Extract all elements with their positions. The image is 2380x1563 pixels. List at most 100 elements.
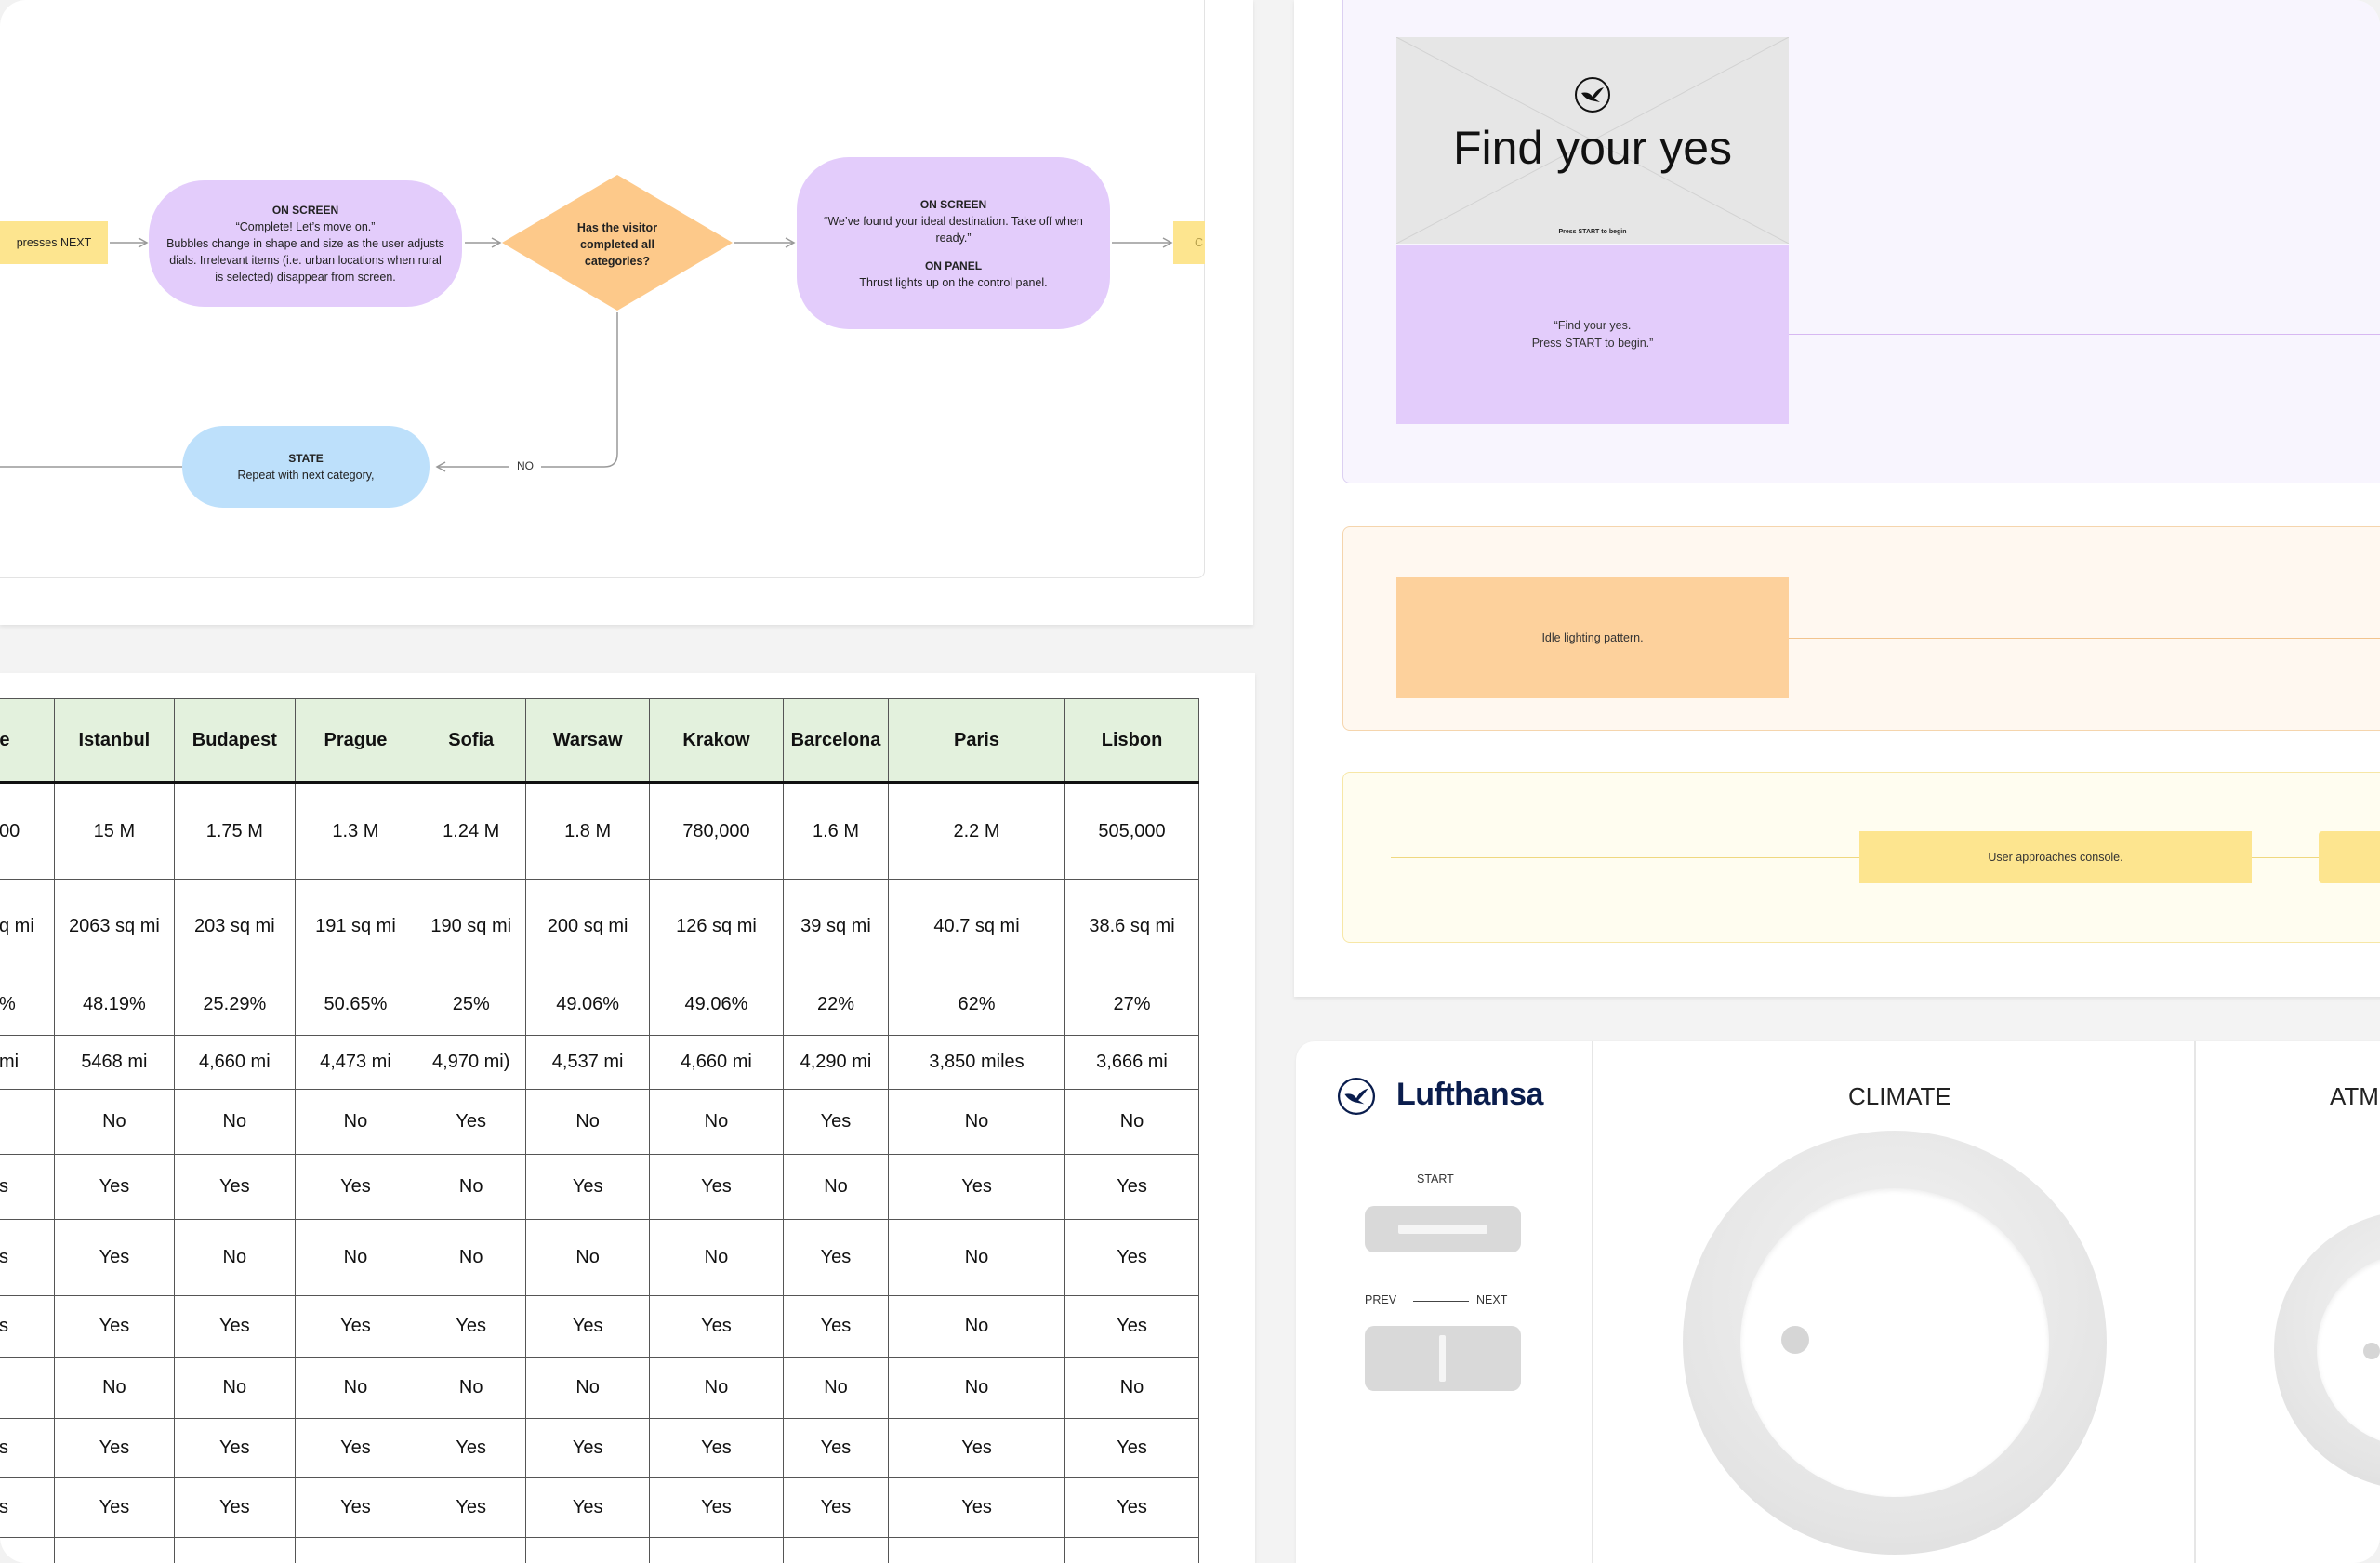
table-cell[interactable]: Yes [525, 1154, 650, 1220]
table-cell[interactable]: Yes [173, 1295, 296, 1358]
table-cell[interactable]: No [888, 1357, 1066, 1419]
table-cell[interactable]: 203 sq mi [173, 879, 296, 974]
table-cell[interactable]: Yes [525, 1295, 650, 1358]
table-cell[interactable]: s [0, 1219, 55, 1296]
column-header[interactable]: Istanbul [53, 698, 175, 784]
column-header[interactable]: Prague [294, 698, 417, 784]
table-cell[interactable]: No [888, 1295, 1066, 1358]
table-cell[interactable]: 4,660 mi [173, 1035, 296, 1090]
table-cell[interactable]: 4,290 mi [782, 1035, 890, 1090]
column-header[interactable]: Krakow [649, 698, 784, 784]
table-cell[interactable]: No [888, 1089, 1066, 1155]
table-cell[interactable]: Yes [1064, 1418, 1199, 1478]
column-header[interactable]: Lisbon [1064, 698, 1199, 784]
column-header[interactable]: ce [0, 698, 55, 784]
table-cell[interactable]: No [649, 1357, 784, 1419]
table-cell[interactable]: Yes [1064, 1295, 1199, 1358]
table-cell[interactable]: 50.65% [294, 974, 417, 1036]
table-cell[interactable]: 4,537 mi [525, 1035, 650, 1090]
table-cell[interactable]: Yes [888, 1154, 1066, 1220]
column-header[interactable]: Paris [888, 698, 1066, 784]
table-cell[interactable]: Yes [649, 1418, 784, 1478]
table-cell[interactable]: Yes [294, 1418, 417, 1478]
table-cell[interactable]: No [649, 1089, 784, 1155]
table-cell[interactable]: Yes [53, 1477, 175, 1538]
table-cell[interactable]: Yes [173, 1154, 296, 1220]
table-cell[interactable] [1064, 1537, 1199, 1563]
table-cell[interactable]: 15 M [53, 782, 175, 880]
table-cell[interactable] [416, 1537, 527, 1563]
table-cell[interactable]: 00 [0, 782, 55, 880]
table-cell[interactable] [782, 1537, 890, 1563]
table-cell[interactable]: No [649, 1219, 784, 1296]
table-cell[interactable]: Yes [416, 1295, 527, 1358]
table-cell[interactable]: 22% [782, 974, 890, 1036]
next-user-card[interactable] [2319, 831, 2380, 883]
table-cell[interactable]: 1.24 M [416, 782, 527, 880]
screen-mockup[interactable]: Find your yes Press START to begin [1396, 37, 1789, 244]
table-cell[interactable]: 1.75 M [173, 782, 296, 880]
table-cell[interactable]: No [782, 1154, 890, 1220]
table-cell[interactable]: No [1064, 1357, 1199, 1419]
table-cell[interactable]: 1.8 M [525, 782, 650, 880]
table-cell[interactable]: 5468 mi [53, 1035, 175, 1090]
table-cell[interactable]: 4,660 mi [649, 1035, 784, 1090]
table-cell[interactable]: 3,850 miles [888, 1035, 1066, 1090]
table-cell[interactable]: 200 sq mi [525, 879, 650, 974]
user-approach-card[interactable]: User approaches console. [1859, 831, 2252, 883]
prev-next-toggle[interactable] [1365, 1326, 1521, 1391]
table-cell[interactable] [0, 1357, 55, 1419]
sticky-presses-next[interactable]: presses NEXT [0, 221, 108, 264]
table-cell[interactable]: Yes [782, 1089, 890, 1155]
table-cell[interactable]: 49.06% [649, 974, 784, 1036]
table-cell[interactable]: Yes [173, 1477, 296, 1538]
table-cell[interactable]: 505,000 [1064, 782, 1199, 880]
table-cell[interactable]: 780,000 [649, 782, 784, 880]
table-cell[interactable]: 190 sq mi [416, 879, 527, 974]
table-cell[interactable]: Yes [888, 1418, 1066, 1478]
table-cell[interactable]: 48.19% [53, 974, 175, 1036]
table-cell[interactable]: Yes [782, 1219, 890, 1296]
column-header[interactable]: Sofia [416, 698, 527, 784]
column-header[interactable]: Barcelona [782, 698, 890, 784]
table-cell[interactable]: Yes [649, 1154, 784, 1220]
table-cell[interactable]: No [173, 1089, 296, 1155]
table-cell[interactable]: Yes [782, 1477, 890, 1538]
table-cell[interactable]: Yes [294, 1295, 417, 1358]
table-cell[interactable]: 2063 sq mi [53, 879, 175, 974]
table-cell[interactable] [888, 1537, 1066, 1563]
table-cell[interactable]: No [173, 1219, 296, 1296]
table-cell[interactable]: 38.6 sq mi [1064, 879, 1199, 974]
table-cell[interactable]: No [294, 1219, 417, 1296]
table-cell[interactable]: No [525, 1219, 650, 1296]
table-cell[interactable]: Yes [53, 1418, 175, 1478]
node-found-destination[interactable]: ON SCREEN “We’ve found your ideal destin… [797, 157, 1110, 329]
table-cell[interactable]: No [416, 1219, 527, 1296]
table-cell[interactable]: q mi [0, 879, 55, 974]
table-cell[interactable]: Yes [53, 1295, 175, 1358]
table-cell[interactable]: No [888, 1219, 1066, 1296]
table-cell[interactable]: Yes [782, 1418, 890, 1478]
table-cell[interactable]: No [416, 1357, 527, 1419]
table-cell[interactable]: s [0, 1477, 55, 1538]
table-cell[interactable]: 27% [1064, 974, 1199, 1036]
climate-dial[interactable] [1683, 1131, 2107, 1555]
table-cell[interactable]: Yes [416, 1089, 527, 1155]
table-cell[interactable]: Yes [416, 1477, 527, 1538]
table-cell[interactable]: No [294, 1089, 417, 1155]
node-state[interactable]: STATE Repeat with next category, [182, 426, 430, 508]
table-cell[interactable] [173, 1537, 296, 1563]
table-cell[interactable]: Yes [888, 1477, 1066, 1538]
table-cell[interactable]: No [525, 1089, 650, 1155]
lighting-card[interactable]: Idle lighting pattern. [1396, 577, 1789, 698]
screen-caption-card[interactable]: “Find your yes. Press START to begin.” [1396, 245, 1789, 424]
table-cell[interactable] [0, 1089, 55, 1155]
node-complete[interactable]: ON SCREEN “Complete! Let’s move on.” Bub… [149, 180, 462, 307]
column-header[interactable]: Warsaw [525, 698, 650, 784]
table-cell[interactable]: Yes [1064, 1477, 1199, 1538]
table-cell[interactable]: 25% [416, 974, 527, 1036]
table-cell[interactable]: 126 sq mi [649, 879, 784, 974]
table-cell[interactable]: mi [0, 1035, 55, 1090]
table-cell[interactable]: s [0, 1418, 55, 1478]
table-cell[interactable]: Yes [53, 1154, 175, 1220]
